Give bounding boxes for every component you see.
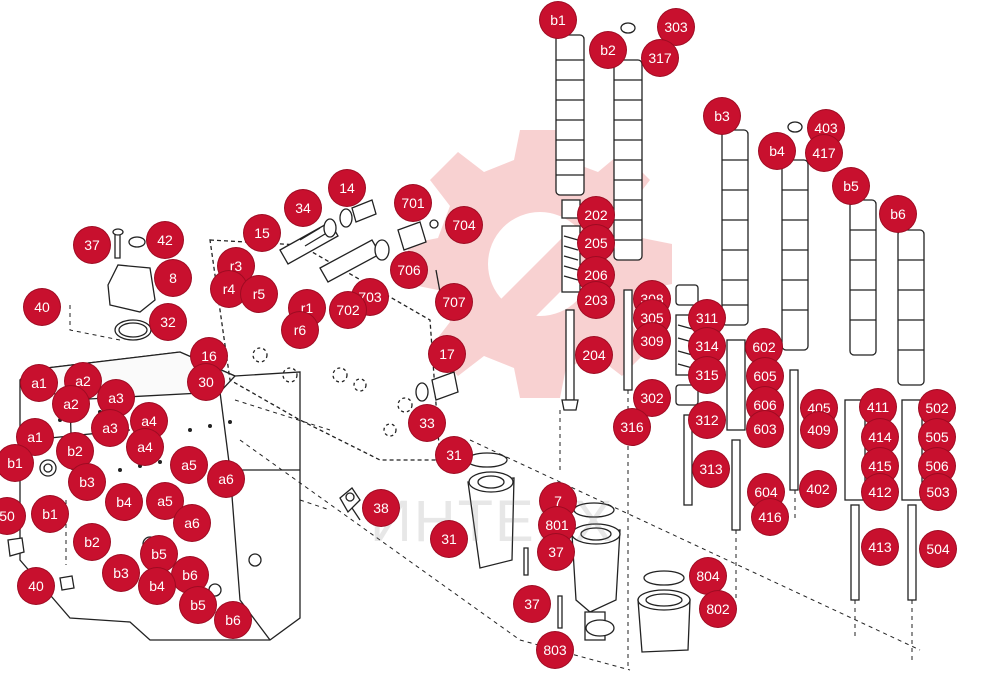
callout-badge: 309	[634, 323, 670, 359]
callout-badge: a2	[53, 386, 89, 422]
callout-badge: b2	[57, 433, 93, 469]
callout-badge: b5	[180, 587, 216, 623]
callout-badge: b6	[215, 602, 251, 638]
callout-badge: a3	[92, 410, 128, 446]
callout-badge: 37	[514, 586, 550, 622]
callout-badge: b1	[540, 2, 576, 38]
callout-badge: 14	[329, 170, 365, 206]
callout-badge: b3	[69, 464, 105, 500]
callout-badge: 802	[700, 591, 736, 627]
callout-badge: 417	[806, 135, 842, 171]
cover-8	[107, 264, 156, 313]
leader-lines	[65, 305, 921, 671]
callout-badge: 8	[155, 260, 191, 296]
callout-badge: 804	[690, 558, 726, 594]
callout-badge: 205	[578, 225, 614, 261]
spool-b1	[555, 34, 585, 411]
spool-b2	[613, 22, 643, 391]
callout-badge: b6	[172, 557, 208, 593]
gasket-holes	[252, 347, 413, 437]
plug-17	[431, 371, 459, 401]
side-cover-7	[466, 452, 515, 569]
callout-badge: 702	[330, 292, 366, 328]
callout-badge: a1	[21, 365, 57, 401]
callout-badge: b5	[141, 536, 177, 572]
callout-badge: b3	[704, 98, 740, 134]
callout-badge: b1	[32, 496, 68, 532]
callout-badge: b3	[103, 555, 139, 591]
callout-badge: 504	[920, 531, 956, 567]
spring-group-300	[675, 284, 699, 506]
callout-badge: 17	[429, 336, 465, 372]
cap-802	[637, 570, 691, 653]
spool-b6	[897, 229, 925, 601]
callout-badge: 312	[689, 402, 725, 438]
callout-badge: 50	[0, 498, 25, 534]
callout-badge: 503	[920, 474, 956, 510]
callout-badge: 803	[537, 632, 573, 668]
callout-badge: 42	[147, 222, 183, 258]
callout-badge: 40	[24, 289, 60, 325]
relief-cartridge	[279, 199, 441, 293]
gasket-plate	[209, 239, 441, 461]
callout-badge: b2	[590, 32, 626, 68]
callout-badge: 314	[689, 328, 725, 364]
callout-badge: 34	[285, 190, 321, 226]
callout-badge: a6	[174, 505, 210, 541]
callout-badge: 37	[74, 227, 110, 263]
callout-badge: b4	[139, 568, 175, 604]
callout-badge: 31	[436, 437, 472, 473]
callout-badge: 30	[188, 364, 224, 400]
callout-badge: 701	[395, 185, 431, 221]
callout-badge: 203	[578, 282, 614, 318]
callout-badge: 316	[614, 409, 650, 445]
callout-badge: a4	[127, 429, 163, 465]
callout-badge: 706	[391, 252, 427, 288]
callout-badge: 409	[801, 412, 837, 448]
callout-badge: r5	[241, 276, 277, 312]
callout-badge: 413	[862, 529, 898, 565]
callout-badge: b1	[0, 445, 33, 481]
callout-badge: 32	[150, 304, 186, 340]
callout-badge: b4	[759, 133, 795, 169]
spool-b3	[721, 129, 749, 531]
callout-badge: 31	[431, 521, 467, 557]
spool-b4	[781, 121, 809, 491]
callout-badge: b5	[833, 168, 869, 204]
callout-badge: b6	[880, 196, 916, 232]
callout-badge: 416	[752, 499, 788, 535]
callout-badge: 315	[689, 357, 725, 393]
callout-badge: 33	[409, 405, 445, 441]
callout-badge: r6	[282, 312, 318, 348]
callout-badge: 15	[244, 215, 280, 251]
callout-badge: 40	[18, 568, 54, 604]
callout-badge: a5	[171, 447, 207, 483]
side-cover-801	[571, 502, 621, 641]
callout-badge: 204	[576, 337, 612, 373]
callout-badge: 317	[642, 40, 678, 76]
callout-badge: b4	[106, 484, 142, 520]
callout-badge: b2	[74, 524, 110, 560]
callout-badge: 37	[538, 534, 574, 570]
callout-badge: 313	[693, 451, 729, 487]
callout-badge: 707	[436, 284, 472, 320]
callout-badge: 38	[363, 490, 399, 526]
callout-badge: 603	[747, 411, 783, 447]
callout-badge: 704	[446, 207, 482, 243]
callout-badge: 412	[862, 474, 898, 510]
callout-badge: a6	[208, 461, 244, 497]
spool-b5	[844, 199, 877, 601]
callout-badge: 303	[658, 9, 694, 45]
callout-badge: 402	[800, 471, 836, 507]
